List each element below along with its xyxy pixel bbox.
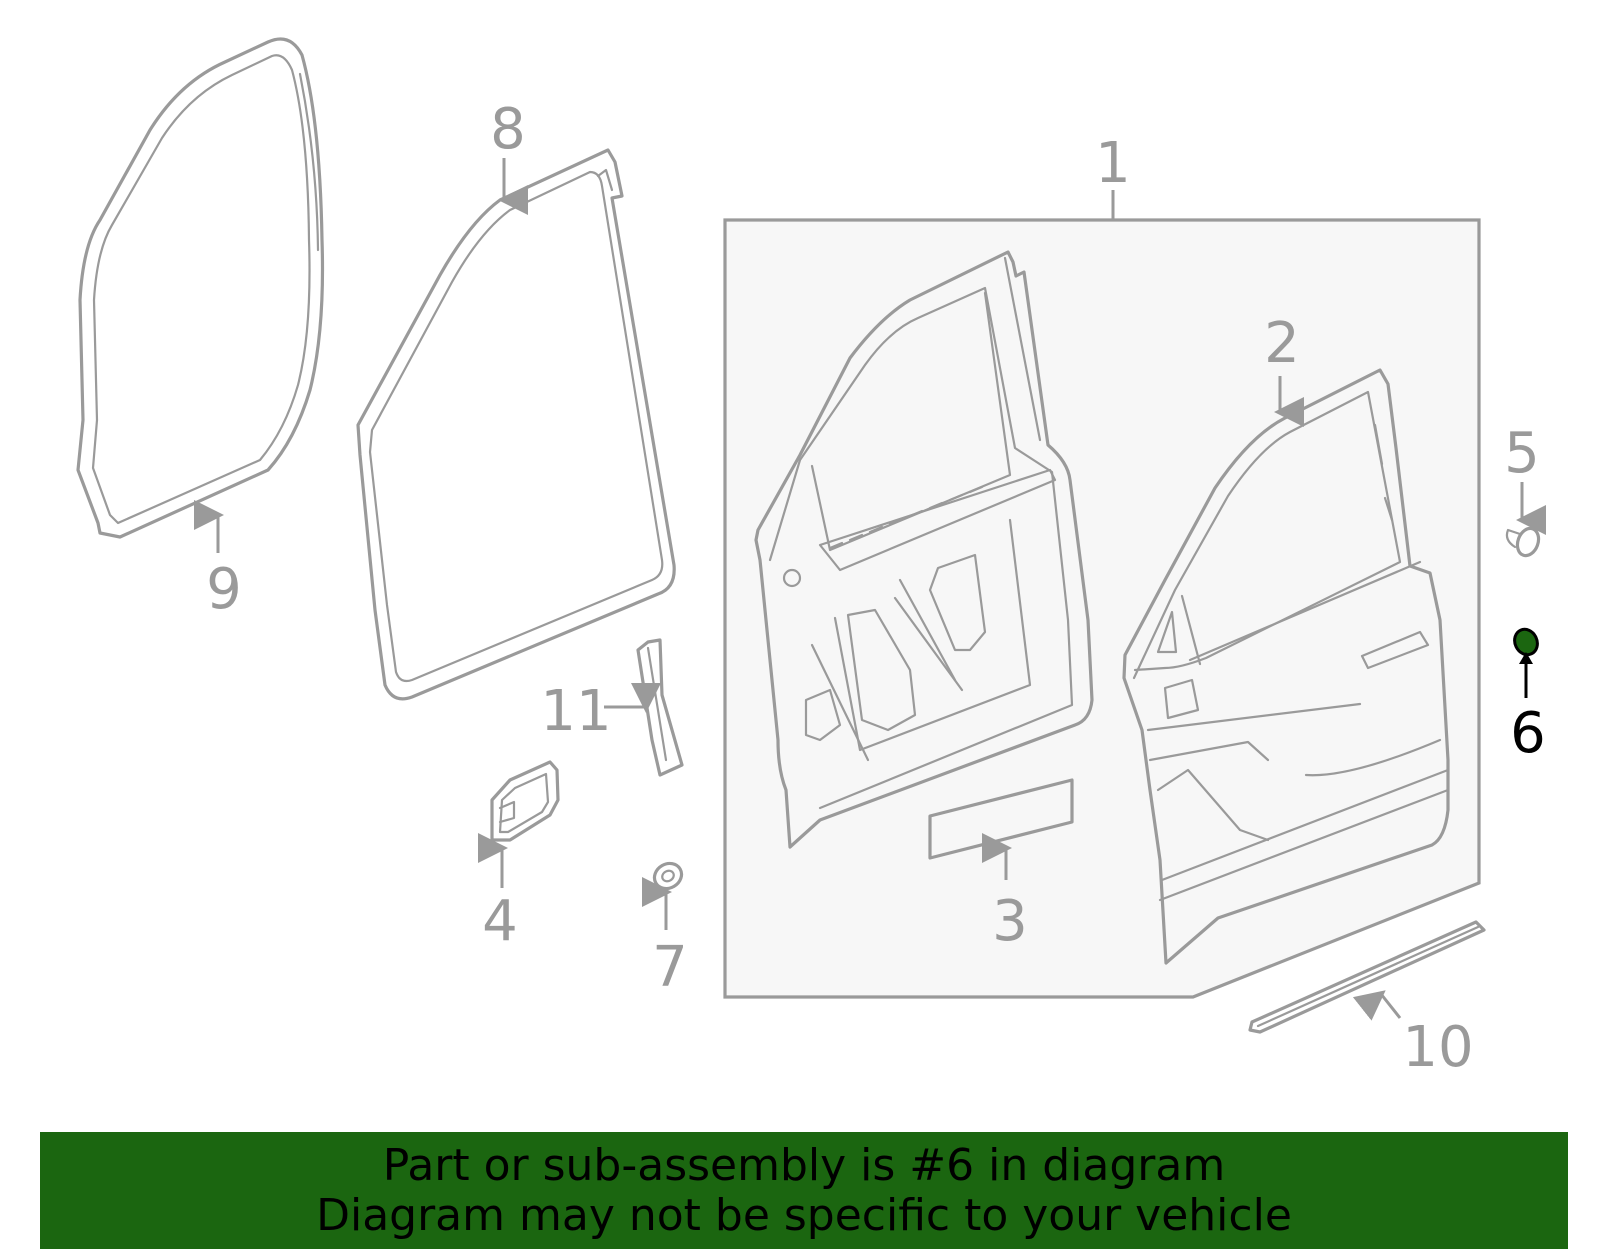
callout-10: 10 [1402,1015,1473,1080]
part-5-clip [1505,526,1541,558]
callout-4: 4 [482,889,518,954]
leader-6-head [1519,652,1533,664]
part-3-pad [928,778,1074,860]
callout-11: 11 [540,679,611,744]
callout-3: 3 [992,889,1028,954]
callout-7: 7 [652,935,688,1000]
part-10-molding [1248,920,1486,1034]
callout-9: 9 [206,557,242,622]
part-7-grommet [652,861,684,891]
part-4-handle-bezel [490,760,560,842]
part-9-weatherstrip [76,37,325,539]
banner-line-disclaimer: Diagram may not be specific to your vehi… [316,1189,1292,1241]
banner-line-part: Part or sub-assembly is #6 in diagram [382,1139,1226,1191]
callout-6: 6 [1510,701,1546,766]
callout-1: 1 [1095,131,1131,196]
callout-2: 2 [1264,311,1300,376]
callout-8: 8 [490,97,526,162]
part-6-plug-highlighted [1513,627,1539,657]
part-1-door-shell [754,250,1094,849]
part-8-weatherstrip [356,148,676,701]
callout-5: 5 [1504,421,1540,486]
part-1-assembly-panel [723,218,1481,999]
info-banner: Part or sub-assembly is #6 in diagram Di… [40,1132,1568,1249]
leader-10 [1352,990,1402,1021]
